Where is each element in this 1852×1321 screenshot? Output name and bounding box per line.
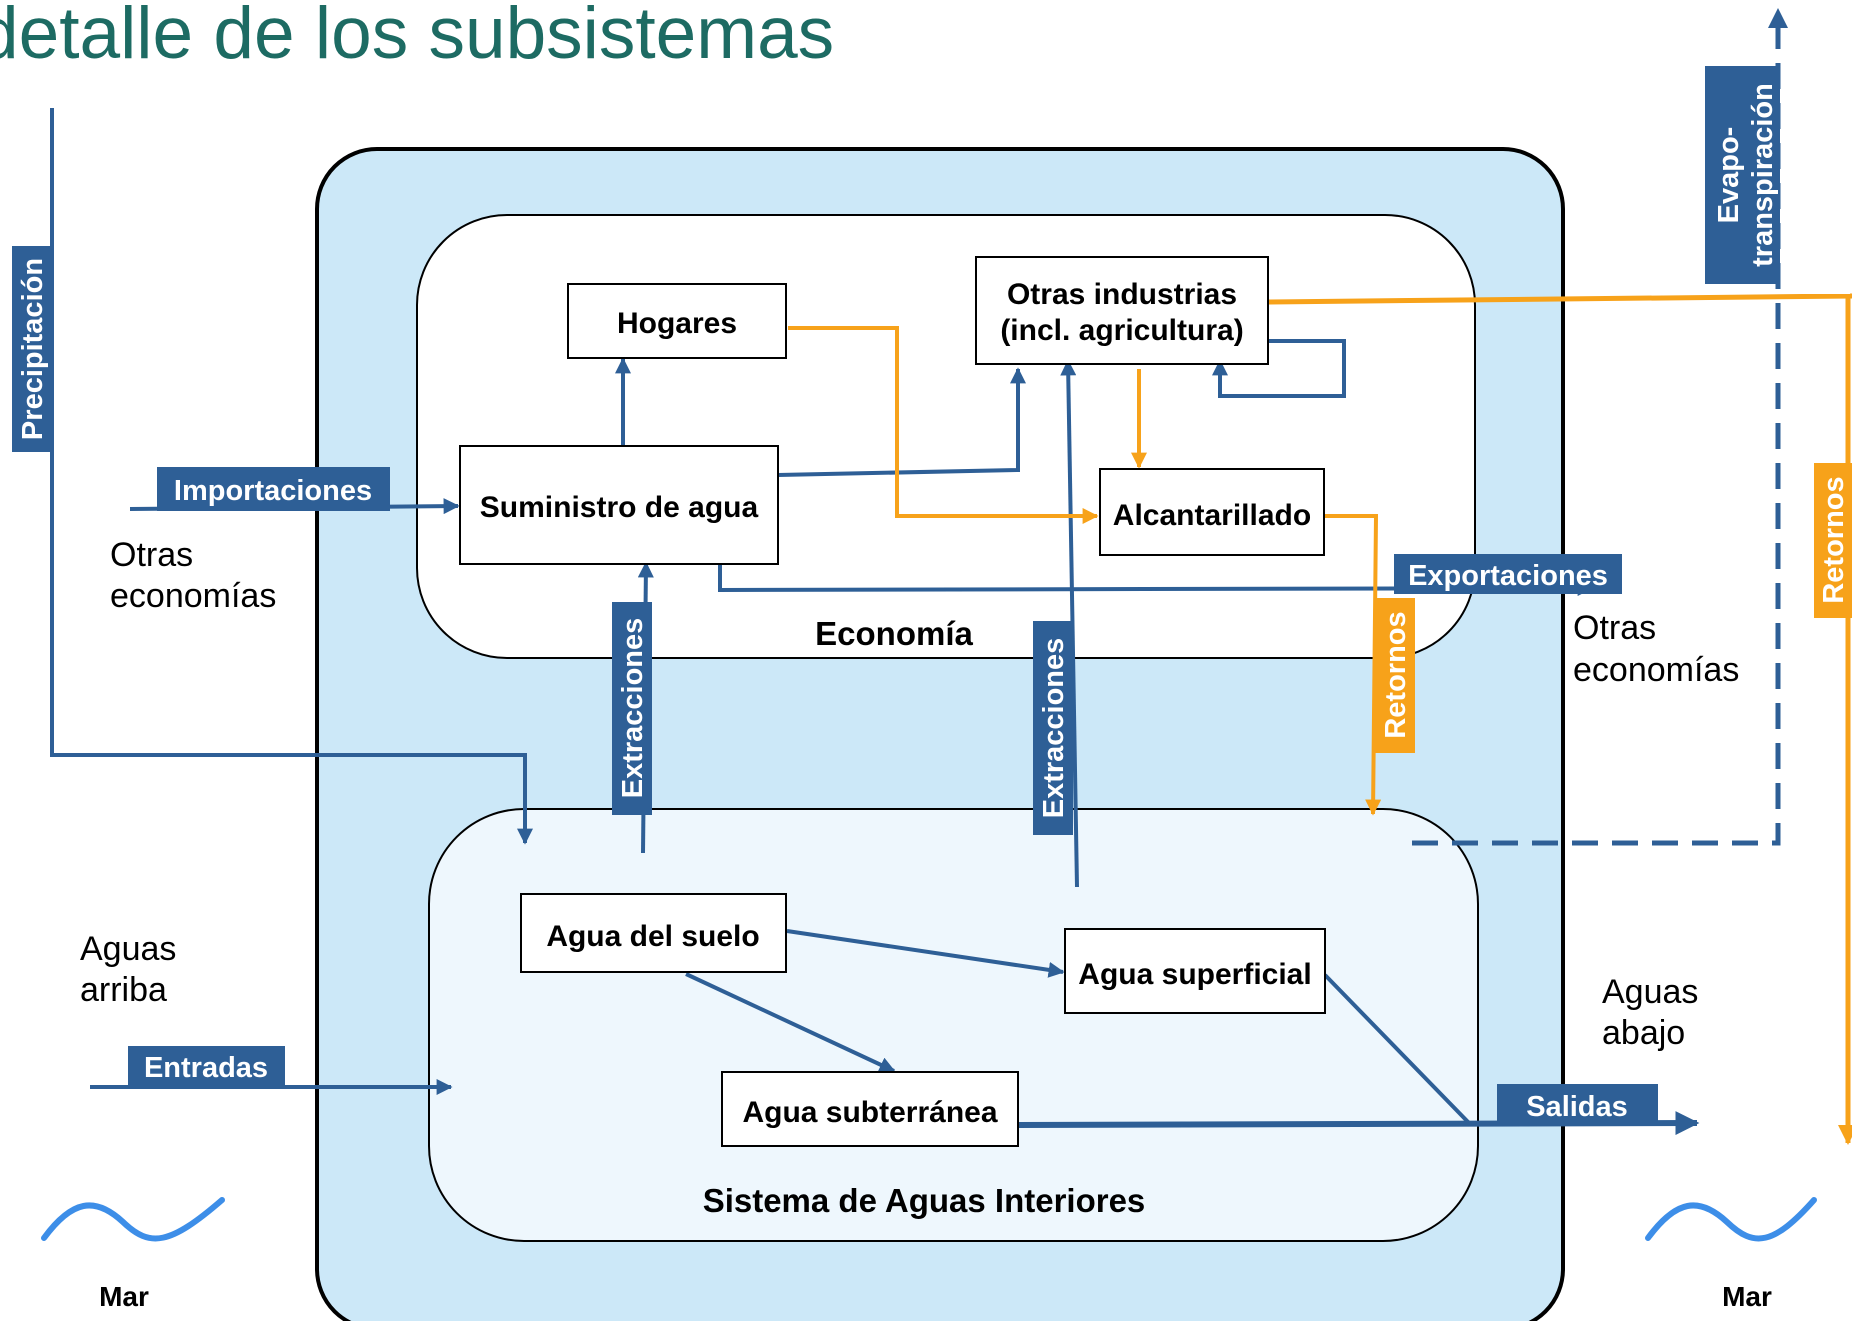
precipitacion-tag: Precipitación <box>12 246 52 452</box>
agua-subterranea-label: Agua subterránea <box>742 1096 997 1129</box>
retornos-tag-right: Retornos <box>1814 463 1852 618</box>
exportaciones-label: Exportaciones <box>1408 560 1608 592</box>
economy-region <box>416 214 1476 659</box>
inland-water-region <box>428 808 1479 1242</box>
retornos-center-label: Retornos <box>1380 611 1412 738</box>
inland-label: Sistema de Aguas Interiores <box>703 1182 1146 1219</box>
aguas-arriba-1: Aguas <box>80 930 176 968</box>
otras-industrias-label-2: (incl. agricultura) <box>1000 314 1243 347</box>
extracciones-left-label: Extracciones <box>617 618 649 799</box>
importaciones-tag: Importaciones <box>157 467 390 511</box>
importaciones-label: Importaciones <box>174 475 372 507</box>
sea-wave-left-icon <box>41 1197 225 1242</box>
node-suministro: Suministro de agua <box>459 445 779 565</box>
mar-left-label: Mar <box>99 1281 149 1312</box>
evapo-label-2: transpiración <box>1747 83 1779 267</box>
node-otras-industrias: Otras industrias (incl. agricultura) <box>975 256 1269 365</box>
supply-to-industries-arrow <box>777 367 1026 477</box>
aguas-abajo-1: Aguas <box>1602 973 1698 1011</box>
evapo-label-1: Evapo- <box>1713 127 1745 224</box>
households-to-sewerage-arrow <box>788 326 1099 524</box>
extracciones-tag-left: Extracciones <box>612 602 652 815</box>
otras-economias-right-1: Otras <box>1573 609 1656 647</box>
page-title: detalle de los subsistemas <box>0 0 835 74</box>
industries-self-loop <box>1212 339 1346 398</box>
sea-wave-right-icon <box>1645 1197 1817 1242</box>
node-hogares: Hogares <box>567 283 787 359</box>
economy-label: Economía <box>815 615 973 652</box>
soil-to-surface-arrow <box>786 929 1065 978</box>
node-agua-superficial: Agua superficial <box>1064 928 1326 1014</box>
extracciones-tag-right: Extracciones <box>1033 621 1073 835</box>
node-agua-subterranea: Agua subterránea <box>721 1071 1019 1147</box>
entradas-label: Entradas <box>144 1052 268 1084</box>
salidas-tag: Salidas <box>1497 1084 1658 1126</box>
retornos-tag-center: Retornos <box>1375 598 1415 753</box>
mar-right-label: Mar <box>1722 1281 1772 1312</box>
sewerage-returns-arrow <box>1324 514 1382 816</box>
precipitacion-label: Precipitación <box>17 258 49 440</box>
entradas-tag: Entradas <box>128 1046 285 1088</box>
suministro-label: Suministro de agua <box>480 491 759 524</box>
alcantarillado-label: Alcantarillado <box>1113 499 1311 532</box>
evapotranspiration-line <box>1412 8 1788 846</box>
salidas-label: Salidas <box>1526 1091 1628 1123</box>
otras-economias-left-1: Otras <box>110 536 193 574</box>
agua-suelo-label: Agua del suelo <box>546 920 759 953</box>
soil-to-groundwater-arrow <box>685 972 896 1073</box>
node-agua-suelo: Agua del suelo <box>520 893 787 973</box>
surface-to-outflow-line <box>1323 973 1472 1126</box>
retornos-right-label: Retornos <box>1818 476 1850 603</box>
agua-superficial-label: Agua superficial <box>1078 958 1311 991</box>
evapotranspiracion-tag: Evapo- transpiración <box>1705 66 1780 284</box>
aguas-abajo-2: abajo <box>1602 1014 1685 1052</box>
aguas-arriba-2: arriba <box>80 971 167 1009</box>
otras-economias-left-2: economías <box>110 577 276 615</box>
otras-economias-right-2: economías <box>1573 651 1739 689</box>
node-alcantarillado: Alcantarillado <box>1099 468 1325 556</box>
otras-industrias-label-1: Otras industrias <box>1007 278 1237 311</box>
exportaciones-tag: Exportaciones <box>1394 554 1622 594</box>
hogares-label: Hogares <box>617 307 737 340</box>
exports-arrow <box>718 563 1594 597</box>
extracciones-right-label: Extracciones <box>1038 638 1070 819</box>
